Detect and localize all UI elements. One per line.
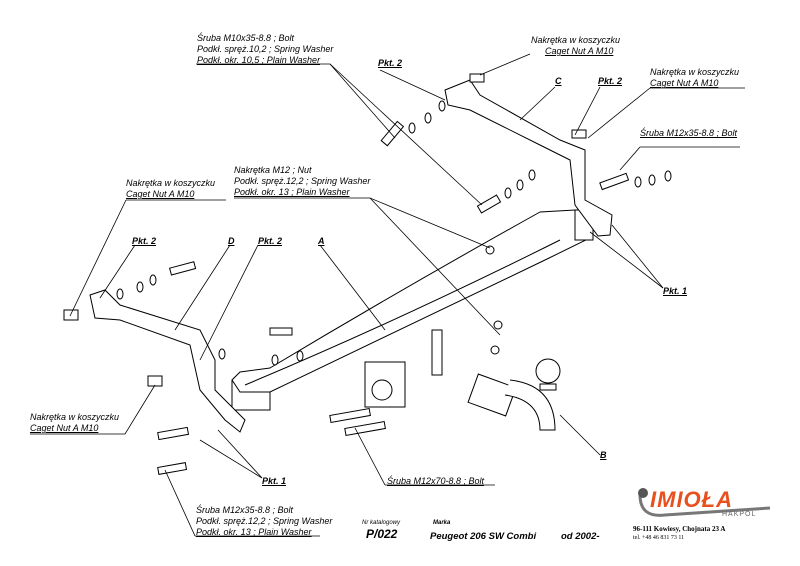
bolt-right-callout: Śruba M12x35-8.8 ; Bolt [640, 128, 738, 138]
make-label: Marka [433, 520, 451, 526]
bracket-d [89, 289, 246, 433]
callout-line: Nakrętka w koszyczku [531, 35, 621, 45]
part-d-label: D [228, 236, 235, 246]
bottom-bolt-callout: Śruba M12x35-8.8 ; Bolt Podkł. spręż.12,… [196, 505, 332, 538]
callout-line: Śruba M10x35-8.8 ; Bolt [197, 33, 295, 43]
part-a-label: A [318, 236, 325, 246]
nut-bottom-left-callout: Nakrętka w koszyczku Caget Nut A M10 [30, 412, 119, 434]
nut-top-callout: Nakrętka w koszyczku Caget Nut A M10 [531, 35, 620, 57]
logo-mark [638, 488, 771, 517]
callout-line: Caget Nut A M10 [650, 78, 719, 88]
crossbar-a [231, 209, 594, 411]
company-phone: tel. +48 46 831 73 11 [633, 535, 685, 541]
callout-line: Podkł. spręż.10,2 ; Spring Washer [197, 44, 334, 54]
callout-line: Caget Nut A M10 [126, 189, 195, 199]
leader-lines [30, 53, 745, 537]
part-b-label: B [600, 450, 607, 460]
callout-line: Caget Nut A M10 [545, 46, 614, 56]
catalog-number: P/022 [366, 527, 398, 541]
logo-subtitle: HAKPOL [722, 511, 757, 518]
callout-line: Nakrętka w koszyczku [126, 178, 216, 188]
callout-line: Nakrętka M12 ; Nut [234, 165, 312, 175]
nut-m12-callout: Nakrętka M12 ; Nut Podkł. spręż.12,2 ; S… [234, 165, 370, 198]
top-bolt-callout: Śruba M10x35-8.8 ; Bolt Podkł. spręż.10,… [197, 33, 333, 66]
nut-left-callout: Nakrętka w koszyczku Caget Nut A M10 [126, 178, 215, 200]
nut-right-callout: Nakrętka w koszyczku Caget Nut A M10 [650, 67, 739, 89]
callout-line: Caget Nut A M10 [30, 423, 99, 433]
socket-plate [364, 329, 443, 408]
pkt1-label: Pkt. 1 [663, 286, 688, 296]
bracket-c [444, 79, 613, 237]
part-c-label: C [555, 76, 562, 86]
bolt-m12x70-callout: Śruba M12x70-8.8 ; Bolt [387, 476, 485, 486]
company-logo: IMIOŁA [650, 487, 733, 512]
pkt2-label: Pkt. 2 [258, 236, 283, 246]
ball-mount-b [467, 358, 561, 431]
callout-line: Podkł. okr. 13 ; Plain Washer [234, 187, 350, 197]
pkt2-label: Pkt. 2 [132, 236, 157, 246]
callout-line: Podkł. spręż.12,2 ; Spring Washer [196, 516, 333, 526]
callout-line: Podkł. okr. 10,5 ; Plain Washer [197, 55, 321, 65]
pkt2-label: Pkt. 2 [598, 76, 623, 86]
callout-line: Śruba M12x35-8.8 ; Bolt [196, 505, 294, 515]
pkt1-label: Pkt. 1 [262, 476, 287, 486]
callout-line: Podkł. okr. 13 ; Plain Washer [196, 527, 312, 537]
fasteners [63, 73, 672, 475]
pkt2-label: Pkt. 2 [378, 58, 403, 68]
vehicle-make: Peugeot 206 SW Combi [430, 531, 537, 542]
callout-line: Nakrętka w koszyczku [30, 412, 120, 422]
callout-line: Podkł. spręż.12,2 ; Spring Washer [234, 176, 371, 186]
company-address: 96-111 Kowiesy, Chojnata 23 A [633, 525, 726, 533]
callout-line: Nakrętka w koszyczku [650, 67, 740, 77]
model-year: od 2002- [561, 531, 600, 542]
catalog-number-label: Nr katalogowy [362, 520, 401, 526]
